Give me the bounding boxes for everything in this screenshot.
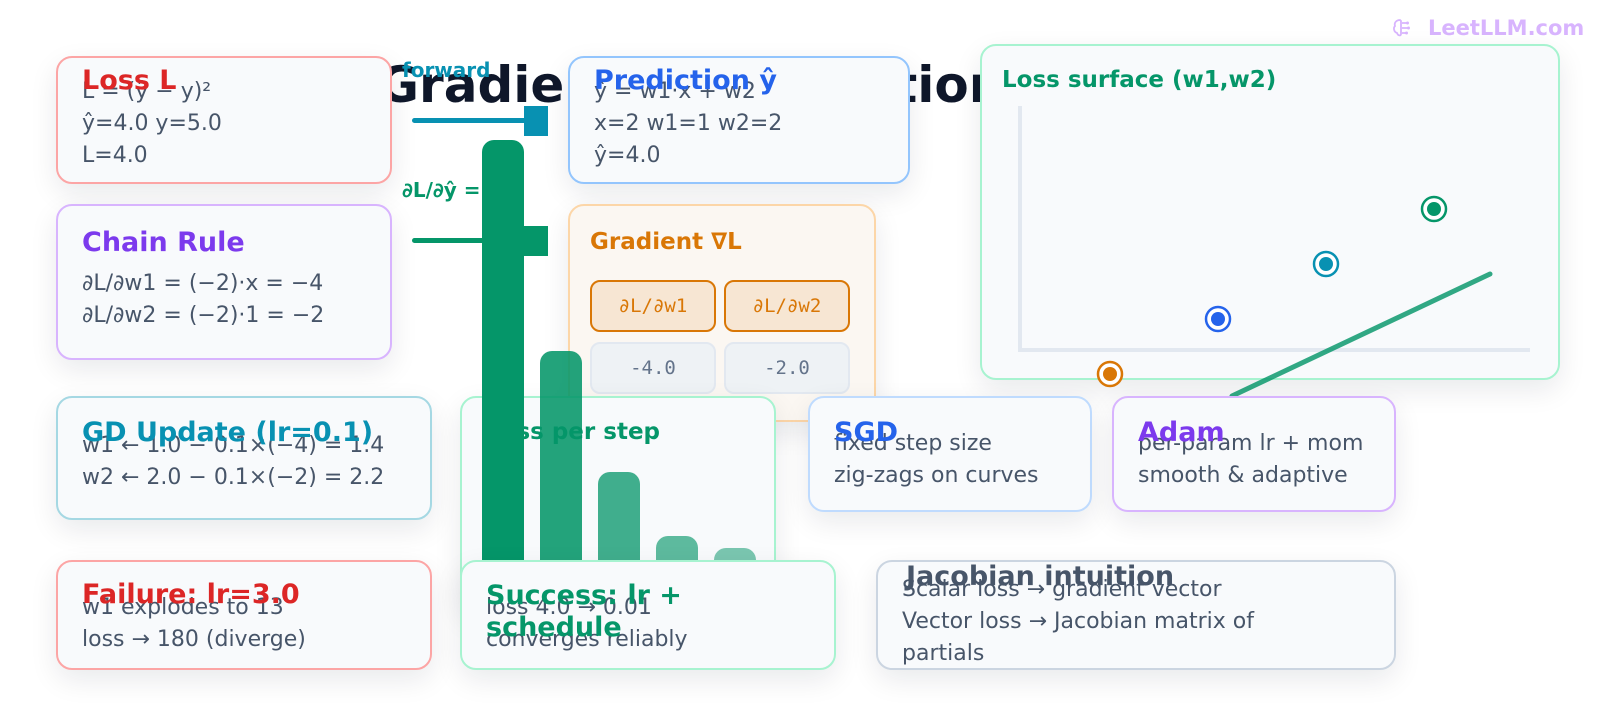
surface-point-2 xyxy=(1211,312,1225,326)
gradient-value-w2: -2.0 xyxy=(724,342,850,394)
gradient-title: Gradient ∇L xyxy=(590,229,742,255)
chain-rule-line-1: ∂L/∂w1 = (−2)·x = −4 xyxy=(82,271,324,296)
prediction-title: Prediction ŷ xyxy=(594,65,777,96)
failure-line-2: loss → 180 (diverge) xyxy=(82,627,306,652)
loss-bar-step-2 xyxy=(540,351,582,562)
loss-line-2: ŷ=4.0 y=5.0 xyxy=(82,111,222,136)
forward-arrow xyxy=(412,118,528,123)
loss-surface-y-axis xyxy=(1018,106,1022,352)
surface-point-1 xyxy=(1103,367,1117,381)
backward-arrow-label: ∂L/∂ŷ = xyxy=(402,178,481,202)
surface-point-3 xyxy=(1319,257,1333,271)
gradient-header-w1: ∂L/∂w1 xyxy=(590,280,716,332)
loss-title: Loss L xyxy=(82,65,177,96)
chain-rule-line-2: ∂L/∂w2 = (−2)·1 = −2 xyxy=(82,303,325,328)
gradient-header-w2: ∂L/∂w2 xyxy=(724,280,850,332)
success-title: Success: lr + schedule xyxy=(486,580,682,643)
loss-bar-step-3 xyxy=(598,472,640,562)
loss-card: L = (ŷ − y)² ŷ=4.0 y=5.0 L=4.0 Loss L xyxy=(56,56,392,184)
adam-line-1: per-param lr + mom xyxy=(1138,431,1364,456)
loss-bar-step-4 xyxy=(656,535,698,562)
adam-card: per-param lr + mom smooth & adaptive Ada… xyxy=(1112,396,1396,512)
chain-rule-card: Chain Rule ∂L/∂w1 = (−2)·x = −4 ∂L/∂w2 =… xyxy=(56,204,392,360)
prediction-card: ŷ = w1·x + w2 x=2 w1=1 w2=2 ŷ=4.0 Predic… xyxy=(568,56,910,184)
jacobian-line-3: partials xyxy=(902,641,985,666)
jacobian-line-1: Scalar loss → gradient vector xyxy=(902,577,1222,602)
gd-update-card: w1 ← 1.0 − 0.1×(−4) = 1.4 w2 ← 2.0 − 0.1… xyxy=(56,396,432,520)
forward-arrow-label: forward xyxy=(402,58,491,82)
success-card: loss 4.0 → 0.01 converges reliably Succe… xyxy=(460,560,836,670)
failure-card: w1 explodes to 13 loss → 180 (diverge) F… xyxy=(56,560,432,670)
adam-line-2: smooth & adaptive xyxy=(1138,463,1348,488)
prediction-line-2: x=2 w1=1 w2=2 xyxy=(594,111,783,136)
sgd-title: SGD xyxy=(834,417,899,448)
sgd-card: fixed step size zig-zags on curves SGD xyxy=(808,396,1092,512)
gradient-value-w1: -4.0 xyxy=(590,342,716,394)
brain-icon xyxy=(1393,19,1410,37)
backward-arrow xyxy=(412,238,528,243)
success-line-1: loss 4.0 → 0.01 xyxy=(486,595,652,620)
gradient-card: Gradient ∇L ∂L/∂w1 ∂L/∂w2 -4.0 -2.0 xyxy=(568,204,876,422)
loss-surface-title: Loss surface (w1,w2) xyxy=(1002,67,1277,93)
prediction-line-3: ŷ=4.0 xyxy=(594,143,661,168)
surface-point-4 xyxy=(1427,202,1441,216)
loss-line-3: L=4.0 xyxy=(82,143,148,168)
gd-update-line-2: w2 ← 2.0 − 0.1×(−2) = 2.2 xyxy=(82,465,385,490)
loss-surface-x-axis xyxy=(1018,348,1530,352)
gd-update-line-1: w1 ← 1.0 − 0.1×(−4) = 1.4 xyxy=(82,433,385,458)
gd-update-title: GD Update (lr=0.1) xyxy=(82,417,374,448)
forward-arrow-head xyxy=(524,106,548,136)
sgd-line-1: fixed step size xyxy=(834,431,992,456)
jacobian-card: Scalar loss → gradient vector Vector los… xyxy=(876,560,1396,670)
loss-surface-card: Loss surface (w1,w2) xyxy=(980,44,1560,380)
sgd-line-2: zig-zags on curves xyxy=(834,463,1039,488)
brand-logo[interactable]: LeetLLM.com xyxy=(1428,16,1585,40)
adam-title: Adam xyxy=(1138,417,1225,448)
failure-title: Failure: lr=3.0 xyxy=(82,579,300,610)
loss-line-1: L = (ŷ − y)² xyxy=(82,79,212,104)
backward-arrow-head xyxy=(524,226,548,256)
jacobian-title: Jacobian intuition xyxy=(906,561,1175,592)
success-line-2: converges reliably xyxy=(486,627,688,652)
prediction-line-1: ŷ = w1·x + w2 xyxy=(594,79,756,104)
jacobian-line-2: Vector loss → Jacobian matrix of xyxy=(902,609,1254,634)
loss-bar-step-5 xyxy=(714,548,756,562)
loss-bar-step-1 xyxy=(482,140,524,562)
failure-line-1: w1 explodes to 13 xyxy=(82,595,284,620)
chain-rule-title: Chain Rule xyxy=(82,227,245,258)
